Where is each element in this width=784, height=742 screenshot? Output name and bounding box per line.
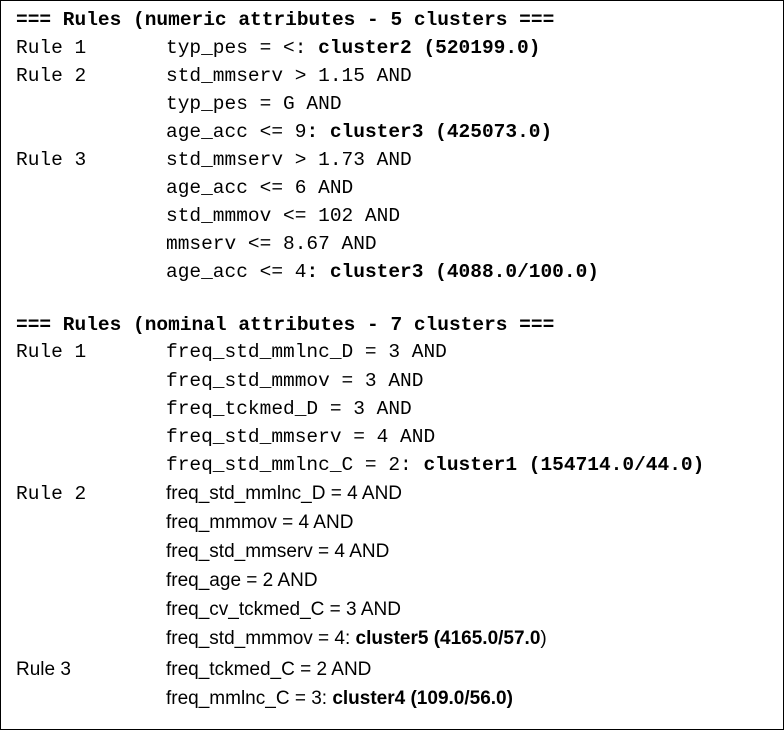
cluster-result: : cluster3 (4088.0/100.0) [306, 261, 599, 283]
condition-text: freq_std_mmlnc_D = 4 AND [166, 483, 403, 504]
numeric-rule3-condition: age_acc <= 4: cluster3 (4088.0/100.0) [166, 261, 599, 283]
numeric-rule2-condition: age_acc <= 9: cluster3 (425073.0) [166, 121, 552, 143]
numeric-rule2-label: Rule 2 [16, 65, 87, 87]
numeric-rule3-line-5: age_acc <= 4: cluster3 (4088.0/100.0) [1, 261, 599, 289]
numeric-rule1-condition: typ_pes = <: cluster2 (520199.0) [166, 37, 540, 59]
condition-text: freq_std_mmlnc_C = 2: [166, 454, 424, 476]
nominal-section-header: === Rules (nominal attributes - 7 cluste… [16, 314, 555, 336]
condition-text: freq_std_mmserv = 4 AND [166, 426, 436, 448]
nominal-rule1-label: Rule 1 [16, 341, 87, 363]
condition-text: freq_age = 2 AND [166, 570, 318, 591]
numeric-rule3-line-3: std_mmmov <= 102 AND [1, 205, 400, 233]
cluster-result: cluster1 (154714.0/44.0) [423, 454, 705, 476]
numeric-rule2-line-1: Rule 2 std_mmserv > 1.15 AND [1, 65, 412, 93]
numeric-rule3-line-2: age_acc <= 6 AND [1, 177, 353, 205]
nominal-rule3-line-2: freq_mmlnc_C = 3: cluster4 (109.0/56.0) [1, 688, 513, 716]
numeric-rule1-label: Rule 1 [16, 37, 87, 59]
nominal-rule2-line-2: freq_mmmov = 4 AND [1, 512, 353, 540]
nominal-rule2-label: Rule 2 [16, 483, 87, 505]
cluster-result: cluster2 (520199.0) [318, 37, 541, 59]
nominal-rule3-label: Rule 3 [16, 659, 71, 680]
nominal-rule2-line-3: freq_std_mmserv = 4 AND [1, 541, 389, 569]
nominal-rule1-line-4: freq_std_mmserv = 4 AND [1, 426, 435, 454]
condition-text: age_acc <= 6 AND [166, 177, 354, 199]
numeric-rule3-line-1: Rule 3 std_mmserv > 1.73 AND [1, 149, 412, 177]
cluster-result: : cluster3 (425073.0) [306, 121, 553, 143]
numeric-rule3-label: Rule 3 [16, 149, 87, 171]
nominal-header-line: === Rules (nominal attributes - 7 cluste… [1, 314, 554, 342]
condition-text: std_mmserv > 1.73 AND [166, 149, 412, 171]
condition-text: std_mmserv > 1.15 AND [166, 65, 412, 87]
condition-text: freq_tckmed_C = 2 AND [166, 659, 372, 680]
numeric-rule2-line-3: age_acc <= 9: cluster3 (425073.0) [1, 121, 552, 149]
condition-text: freq_mmmov = 4 AND [166, 512, 354, 533]
condition-text: typ_pes = G AND [166, 93, 342, 115]
nominal-rule1-line-1: Rule 1 freq_std_mmlnc_D = 3 AND [1, 341, 447, 369]
nominal-rule2-line-5: freq_cv_tckmed_C = 3 AND [1, 599, 401, 627]
numeric-section-header: === Rules (numeric attributes - 5 cluste… [16, 9, 555, 31]
nominal-rule1-condition: freq_std_mmlnc_C = 2: cluster1 (154714.0… [166, 454, 704, 476]
nominal-rule1-line-3: freq_tckmed_D = 3 AND [1, 398, 412, 426]
condition-text: age_acc <= 4 [166, 261, 307, 283]
condition-text: typ_pes = <: [166, 37, 319, 59]
condition-text-tail: ) [540, 628, 547, 649]
condition-text: freq_mmlnc_C = 3: [166, 688, 333, 709]
cluster-result: cluster4 (109.0/56.0) [332, 688, 513, 709]
condition-text: mmserv <= 8.67 AND [166, 233, 377, 255]
condition-text: freq_std_mmmov = 3 AND [166, 370, 424, 392]
numeric-rule1-line-1: Rule 1 typ_pes = <: cluster2 (520199.0) [1, 37, 540, 65]
nominal-rule2-condition: freq_std_mmmov = 4: cluster5 (4165.0/57.… [166, 628, 547, 650]
nominal-rule2-line-1: Rule 2 freq_std_mmlnc_D = 4 AND [1, 483, 402, 511]
nominal-rule2-line-6: freq_std_mmmov = 4: cluster5 (4165.0/57.… [1, 628, 547, 656]
nominal-rule2-line-4: freq_age = 2 AND [1, 570, 318, 598]
nominal-rule3-line-1: Rule 3 freq_tckmed_C = 2 AND [1, 659, 371, 687]
condition-text: freq_std_mmserv = 4 AND [166, 541, 390, 562]
numeric-rule2-line-2: typ_pes = G AND [1, 93, 342, 121]
cluster-result: cluster5 (4165.0/57.0 [355, 628, 541, 649]
condition-text: age_acc <= 9 [166, 121, 307, 143]
condition-text: freq_cv_tckmed_C = 3 AND [166, 599, 401, 620]
numeric-rule3-line-4: mmserv <= 8.67 AND [1, 233, 377, 261]
nominal-rule1-line-5: freq_std_mmlnc_C = 2: cluster1 (154714.0… [1, 454, 704, 482]
condition-text: freq_std_mmlnc_D = 3 AND [166, 341, 447, 363]
condition-text: std_mmmov <= 102 AND [166, 205, 401, 227]
nominal-rule1-line-2: freq_std_mmmov = 3 AND [1, 370, 423, 398]
condition-text: freq_tckmed_D = 3 AND [166, 398, 412, 420]
condition-text: freq_std_mmmov = 4: [166, 628, 356, 649]
numeric-header-line: === Rules (numeric attributes - 5 cluste… [1, 9, 554, 37]
nominal-rule3-condition: freq_mmlnc_C = 3: cluster4 (109.0/56.0) [166, 688, 513, 710]
